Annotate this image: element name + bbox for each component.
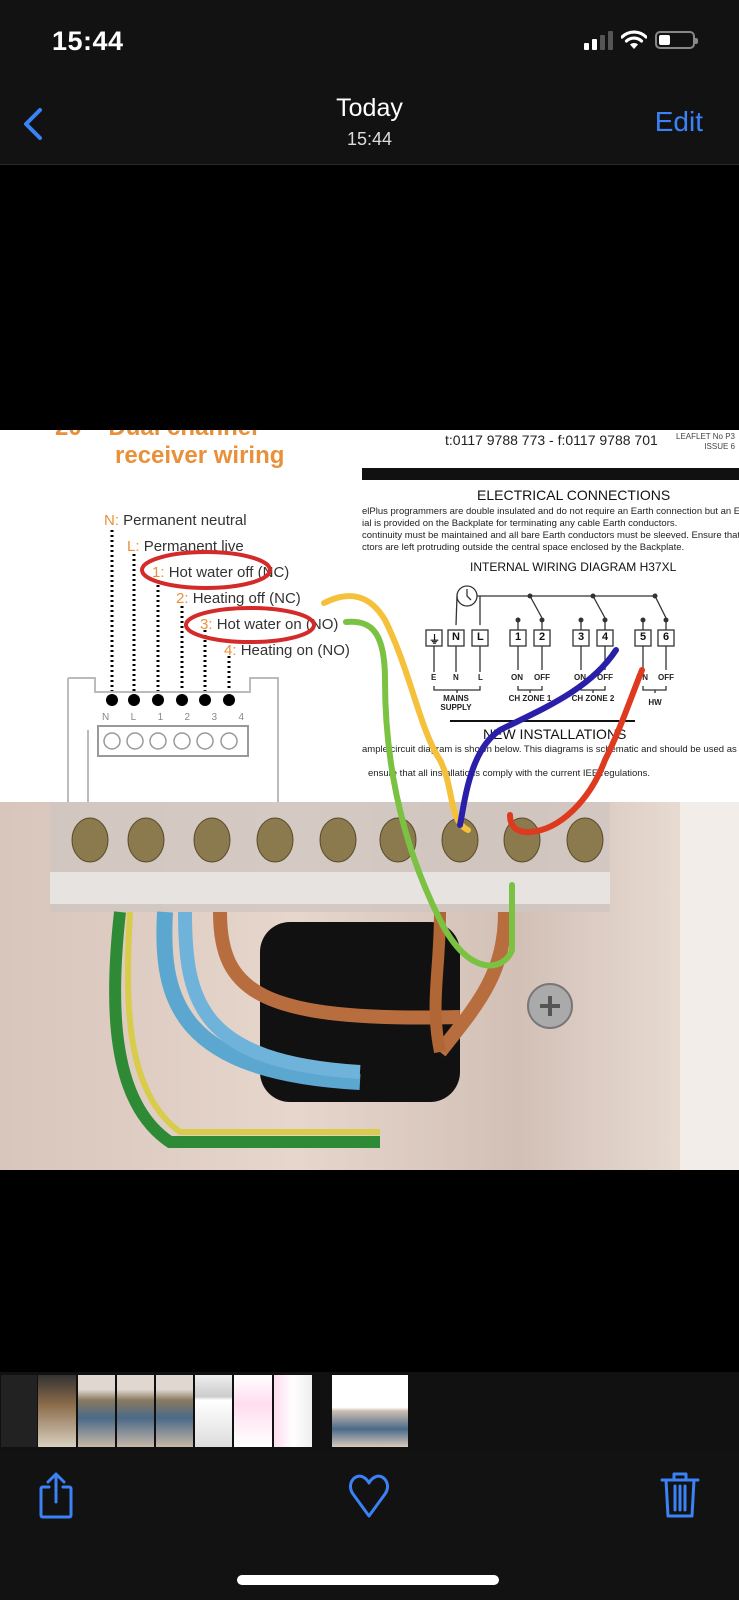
receiver-wiring-document: 20 – Dual channel receiver wiring N: Per… (0, 430, 350, 802)
label-2: 2: Heating off (NC) (176, 590, 301, 607)
thumbnail[interactable] (78, 1375, 115, 1447)
nav-subtitle: 15:44 (346, 129, 393, 149)
back-chevron-icon[interactable] (18, 104, 48, 144)
backplate-wiring-photo (50, 802, 739, 1170)
status-time: 15:44 (52, 26, 124, 56)
label-n: N: Permanent neutral (104, 512, 247, 529)
group-hw: HW (648, 698, 662, 707)
cellular-signal-icon (584, 30, 613, 50)
top-bar: 15:44 Today 15:44 Edit (0, 0, 739, 165)
header-bar (362, 468, 739, 480)
wifi-icon (621, 30, 647, 49)
para-line: ial is provided on the Backplate for ter… (362, 518, 678, 529)
label-3: 3: Hot water on (NO) (200, 616, 339, 633)
annotation-lines (321, 593, 645, 969)
label-1: 1: Hot water off (NC) (152, 564, 290, 581)
para-line: continuity must be maintained and all ba… (362, 530, 739, 541)
electrical-connections-document: t:0117 9788 773 - f:0117 9788 701 LEAFLE… (350, 430, 739, 802)
wiring-diagram-title: INTERNAL WIRING DIAGRAM H37XL (470, 560, 677, 574)
heart-icon[interactable] (347, 1470, 391, 1520)
photo-viewer[interactable]: 20 – Dual channel receiver wiring N: Per… (0, 430, 739, 1170)
thumbnail-strip[interactable] (0, 1372, 739, 1450)
thermostat-backplate-photo (0, 802, 739, 1170)
doc-title-partial: 20 – Dual channel (55, 430, 258, 442)
share-icon[interactable] (34, 1470, 78, 1520)
new-installations-heading: NEW INSTALLATIONS (483, 726, 627, 742)
group-ch-zone-1: CH ZONE 1 (508, 694, 552, 703)
group-ch-zone-2: CH ZONE 2 (571, 694, 615, 703)
thumbnail-selected[interactable] (332, 1375, 408, 1447)
bottom-toolbar (0, 1450, 739, 1600)
thumbnail[interactable] (234, 1375, 272, 1447)
para-line: elPlus programmers are double insulated … (362, 506, 739, 517)
para-line: ensure that all installations comply wit… (368, 768, 650, 779)
home-indicator (237, 1575, 499, 1585)
receiver-terminal-drawing (67, 530, 316, 802)
status-icons (584, 30, 698, 50)
wiring-diagram (425, 585, 675, 722)
terminal-numbers: ⏚ N L 1 2 3 4 5 6 (429, 631, 670, 646)
battery-icon (655, 31, 698, 49)
group-mains-supply: MAINS SUPPLY (440, 694, 472, 712)
nav-title: Today (336, 94, 403, 122)
phone-fax-line: t:0117 9788 773 - f:0117 9788 701 (445, 432, 658, 448)
thumbnail[interactable] (117, 1375, 154, 1447)
label-4: 4: Heating on (NO) (224, 642, 350, 659)
electrical-connections-heading: ELECTRICAL CONNECTIONS (477, 487, 671, 503)
thumbnail[interactable] (156, 1375, 193, 1447)
edit-button[interactable]: Edit (654, 106, 703, 137)
thumbnail[interactable] (1, 1375, 37, 1447)
para-line: ample circuit diagram is shown below. Th… (362, 744, 739, 755)
para-line: ctors are left protruding outside the ce… (362, 542, 685, 553)
doc-title: receiver wiring (115, 442, 285, 469)
thumbnail[interactable] (195, 1375, 232, 1447)
thumbnail[interactable] (274, 1375, 312, 1447)
trash-icon[interactable] (658, 1470, 702, 1520)
thumbnail[interactable] (38, 1375, 76, 1447)
